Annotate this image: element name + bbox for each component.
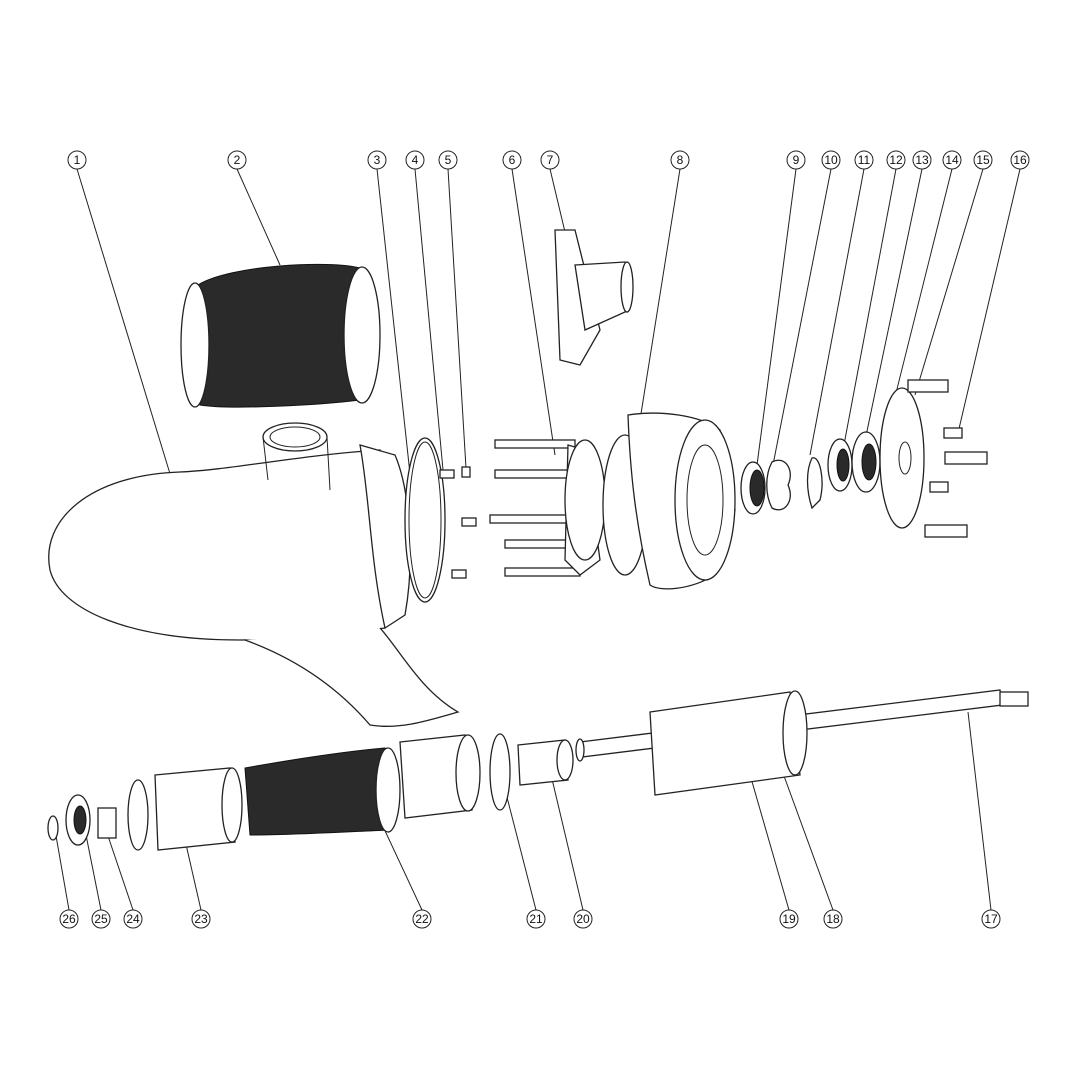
part-6-rod-bracket bbox=[489, 439, 606, 577]
part-2-stator-winding bbox=[180, 263, 381, 408]
balloon-circle bbox=[786, 150, 806, 170]
part-number-label: 8 bbox=[677, 153, 684, 167]
leader-line bbox=[756, 168, 797, 466]
balloon-circle bbox=[854, 150, 874, 170]
balloon-circle bbox=[123, 909, 143, 929]
leader-line bbox=[861, 168, 923, 456]
balloon-circle bbox=[973, 150, 993, 170]
part-number-label: 21 bbox=[529, 912, 543, 926]
part-3-o-ring-inner bbox=[408, 441, 442, 599]
part-number-label: 16 bbox=[1013, 153, 1027, 167]
balloon-circle bbox=[91, 909, 111, 929]
balloon-circle bbox=[438, 150, 458, 170]
leader-line bbox=[779, 764, 834, 911]
parts-20-26-rotor-components bbox=[47, 733, 574, 851]
part-number-label: 19 bbox=[782, 912, 796, 926]
part-number-label: 3 bbox=[374, 153, 381, 167]
part-number-label: 25 bbox=[94, 912, 108, 926]
part-number-label: 11 bbox=[858, 153, 871, 167]
balloon-circle bbox=[670, 150, 690, 170]
balloon-circle bbox=[67, 150, 87, 170]
part-number-label: 20 bbox=[576, 912, 590, 926]
part-17-19-shaft-rotor bbox=[575, 689, 1029, 796]
part-number-label: 7 bbox=[547, 153, 554, 167]
part-number-label: 23 bbox=[194, 912, 208, 926]
balloon-circle bbox=[412, 909, 432, 929]
part-number-label: 26 bbox=[62, 912, 76, 926]
balloon-circle bbox=[942, 150, 962, 170]
leader-line bbox=[184, 839, 202, 911]
balloon-circle bbox=[405, 150, 425, 170]
balloon-circle bbox=[981, 909, 1001, 929]
balloon-circle bbox=[1010, 150, 1030, 170]
leader-line bbox=[85, 834, 102, 911]
part-number-label: 5 bbox=[445, 153, 452, 167]
part-3-o-ring bbox=[404, 437, 446, 603]
leader-line bbox=[376, 168, 416, 521]
leader-line bbox=[447, 168, 467, 469]
part-number-label: 10 bbox=[824, 153, 838, 167]
balloon-circle bbox=[886, 150, 906, 170]
balloon-circle bbox=[526, 909, 546, 929]
balloon-circle bbox=[502, 150, 522, 170]
part-7-spider-coupling bbox=[554, 229, 634, 366]
part-4-5-screws bbox=[439, 466, 477, 579]
leader-line bbox=[511, 168, 556, 456]
part-number-label: 14 bbox=[945, 153, 959, 167]
part-number-label: 9 bbox=[793, 153, 800, 167]
part-number-label: 1 bbox=[74, 153, 81, 167]
part-number-label: 18 bbox=[826, 912, 840, 926]
balloon-circle bbox=[912, 150, 932, 170]
leader-line bbox=[957, 168, 1021, 434]
leader-line bbox=[771, 168, 832, 471]
balloon-circle bbox=[779, 909, 799, 929]
part-number-label: 6 bbox=[509, 153, 516, 167]
leader-line bbox=[236, 168, 281, 266]
leader-line bbox=[842, 168, 897, 451]
part-number-label: 4 bbox=[412, 153, 419, 167]
leader-line bbox=[639, 168, 681, 421]
part-number-label: 13 bbox=[915, 153, 929, 167]
leader-line bbox=[547, 761, 584, 911]
part-number-label: 24 bbox=[126, 912, 140, 926]
leader-line bbox=[379, 819, 423, 911]
balloon-circle bbox=[821, 150, 841, 170]
leader-line bbox=[809, 168, 865, 456]
part-number-label: 17 bbox=[984, 912, 998, 926]
balloon-circle bbox=[191, 909, 211, 929]
balloon-circle bbox=[573, 909, 593, 929]
leader-line bbox=[914, 168, 984, 396]
leader-line bbox=[549, 168, 566, 233]
part-number-label: 2 bbox=[234, 153, 241, 167]
balloon-circle bbox=[823, 909, 843, 929]
leader-lines bbox=[54, 168, 1021, 911]
part-number-label: 12 bbox=[889, 153, 903, 167]
balloon-circle bbox=[540, 150, 560, 170]
leader-line bbox=[54, 829, 70, 911]
leader-line bbox=[76, 168, 179, 501]
leader-line bbox=[107, 835, 134, 911]
leader-line bbox=[414, 168, 444, 471]
balloon-circle bbox=[59, 909, 79, 929]
part-number-label: 15 bbox=[976, 153, 990, 167]
part-1-housing bbox=[48, 422, 460, 727]
part-8-end-housing bbox=[602, 412, 736, 590]
leader-line bbox=[887, 168, 953, 426]
leader-line bbox=[967, 711, 992, 911]
parts-9-16-bearings-and-fasteners bbox=[740, 379, 988, 538]
part-number-label: 22 bbox=[415, 912, 429, 926]
balloon-circle bbox=[227, 150, 247, 170]
balloon-circle bbox=[367, 150, 387, 170]
